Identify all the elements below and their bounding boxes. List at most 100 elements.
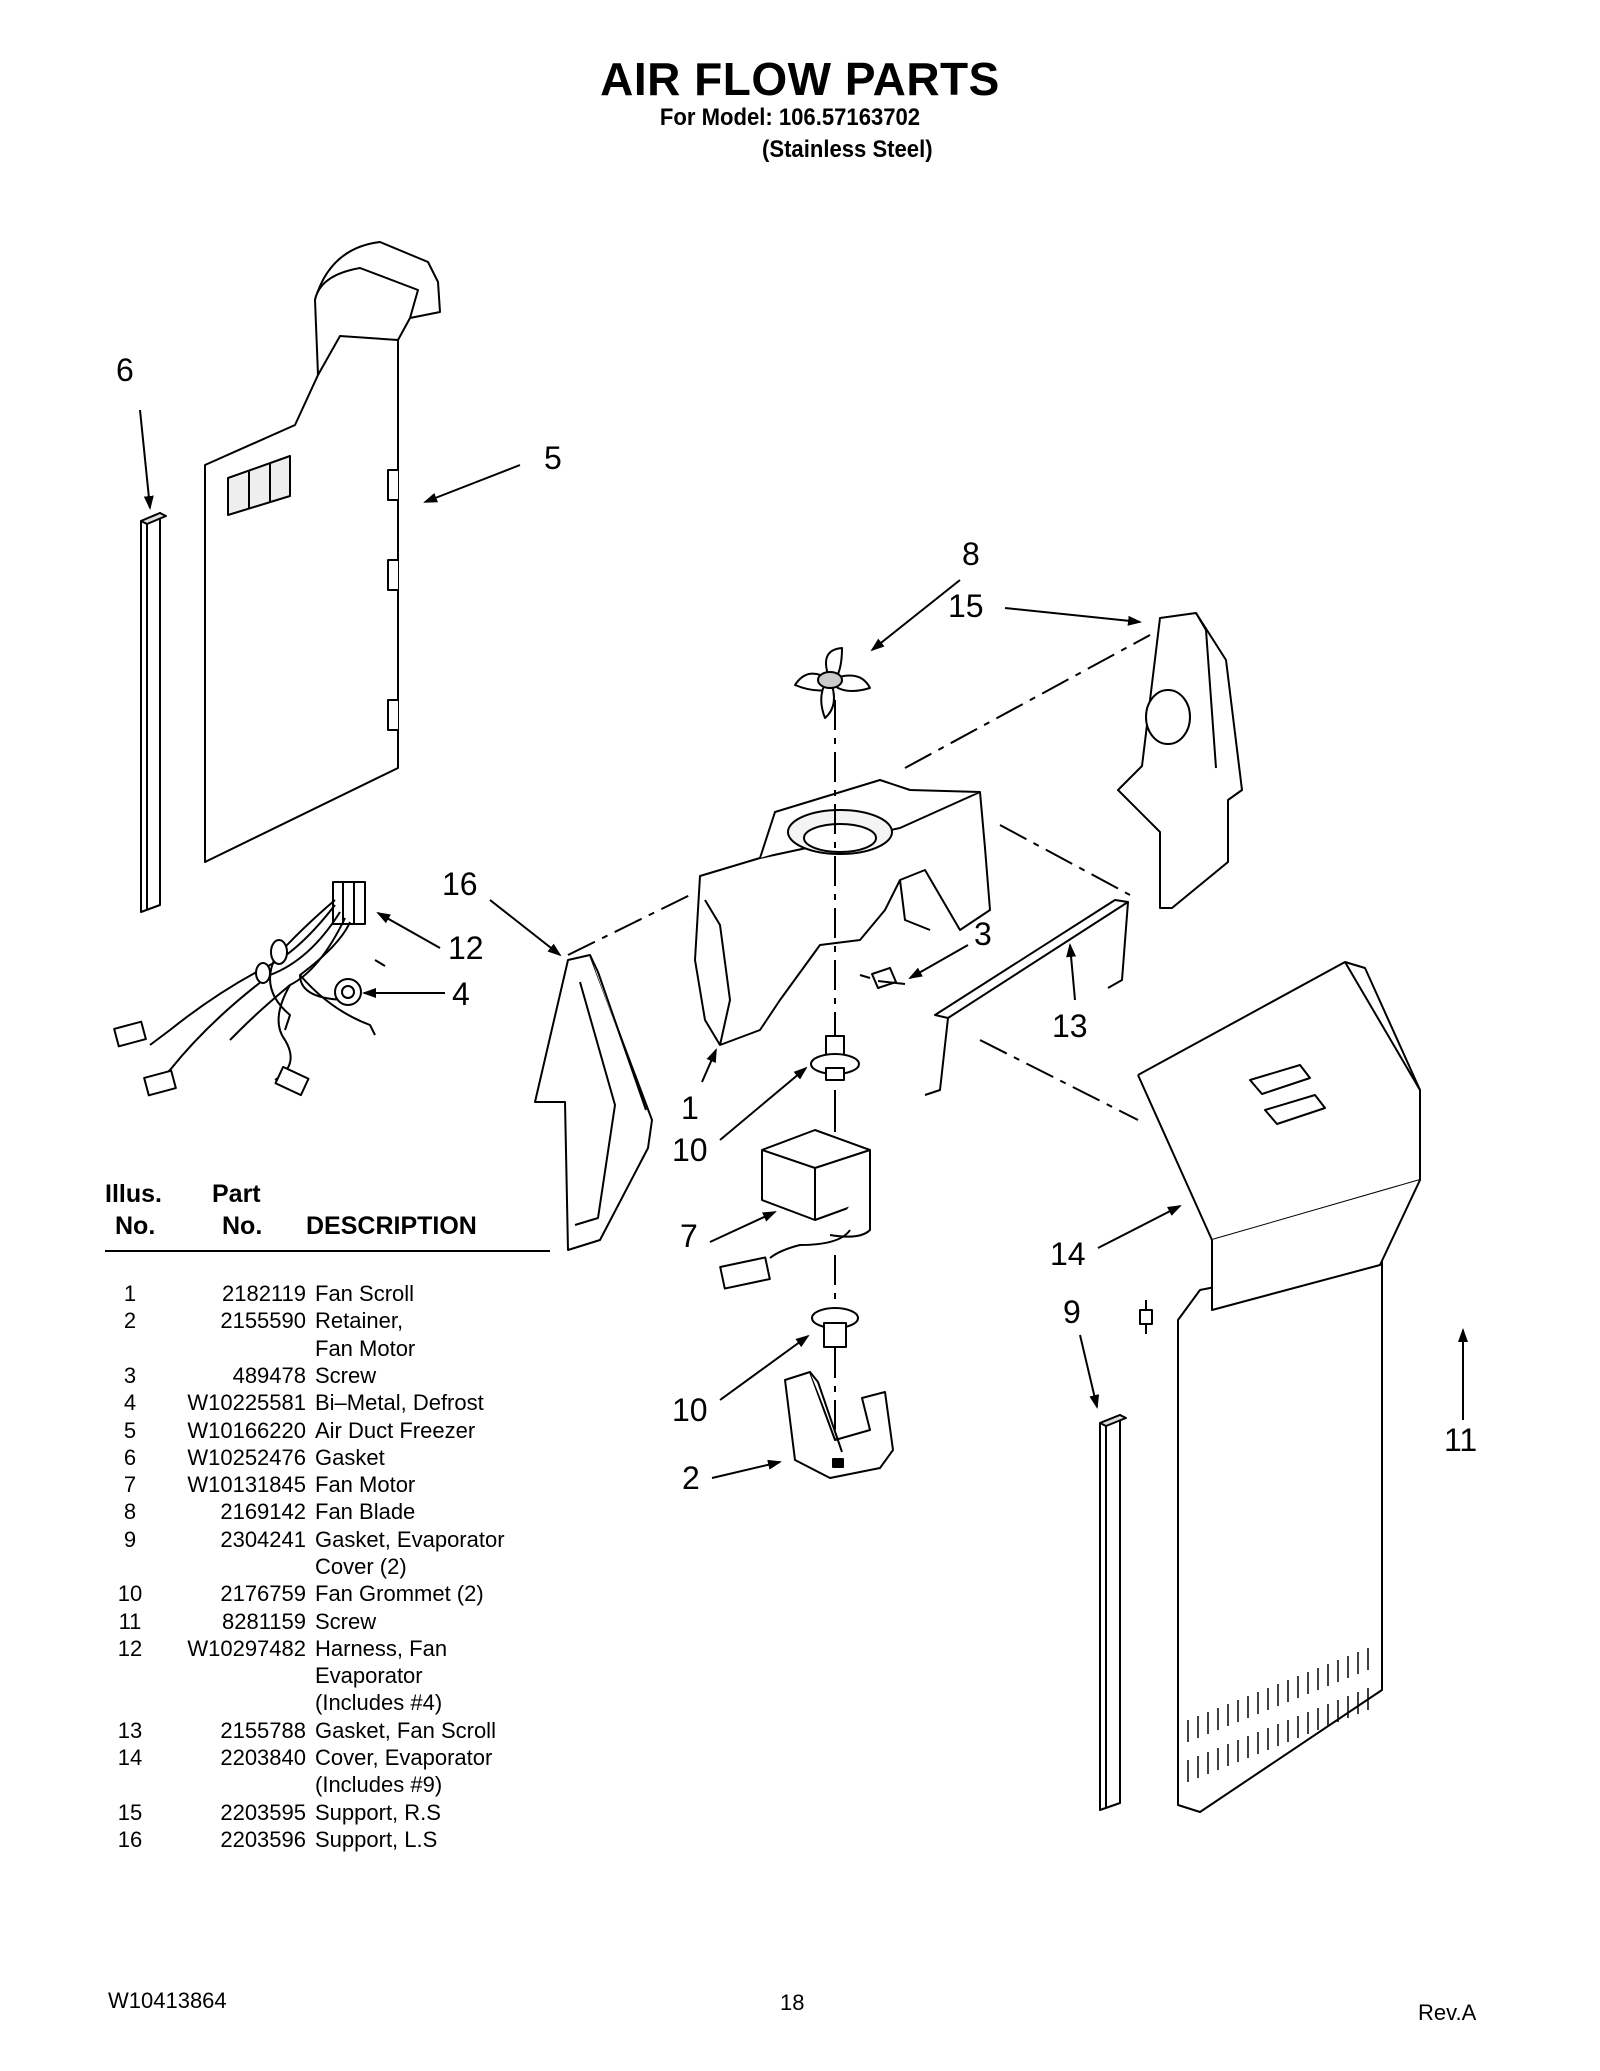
description: Fan Blade xyxy=(315,1499,416,1525)
table-header-part-2: No. xyxy=(222,1212,263,1240)
callout-2: 2 xyxy=(682,1460,700,1496)
illus-no: 13 xyxy=(117,1717,143,1743)
illus-no: 10 xyxy=(117,1581,143,1607)
part-no: 2203596 xyxy=(220,1827,306,1852)
table-header-illus-2: No. xyxy=(115,1212,156,1240)
finish-subtitle: (Stainless Steel) xyxy=(762,136,933,163)
table-header-rule xyxy=(105,1250,550,1252)
part-no: 2304241 xyxy=(220,1526,306,1552)
callout-5: 5 xyxy=(544,440,562,476)
callout-10-lower: 10 xyxy=(672,1392,708,1428)
callout-1: 1 xyxy=(681,1090,699,1126)
part-no: W10225581 xyxy=(187,1390,306,1416)
part-6-gasket xyxy=(140,512,167,913)
illus-no: 9 xyxy=(123,1526,137,1552)
description: Fan Grommet (2) xyxy=(315,1581,484,1607)
callout-11: 11 xyxy=(1444,1422,1478,1458)
part-no: 2155788 xyxy=(220,1717,306,1743)
table-header-part-1: Part xyxy=(212,1180,261,1208)
part-no: W10131845 xyxy=(187,1472,306,1498)
description: Fan Motor xyxy=(315,1335,416,1361)
table-row: 11 8281159 Screw xyxy=(105,1608,575,1635)
part-12-harness xyxy=(113,881,386,1097)
description: Fan Scroll xyxy=(315,1281,415,1306)
illus-no: 8 xyxy=(123,1499,137,1525)
part-3-screw xyxy=(871,967,906,989)
part-no: W10297482 xyxy=(187,1635,306,1661)
table-row: 15 2203595 Support, R.S xyxy=(105,1799,575,1826)
description: Gasket, Fan Scroll xyxy=(315,1717,496,1743)
part-2-retainer xyxy=(784,1371,894,1479)
callout-12: 12 xyxy=(448,930,484,966)
part-13-gasket-fan-scroll xyxy=(924,899,1129,1096)
part-1-fan-scroll xyxy=(694,779,991,1046)
part-no: 489478 xyxy=(232,1362,306,1388)
part-4-bi-metal xyxy=(334,978,362,1006)
callout-7: 7 xyxy=(680,1218,698,1254)
illus-no: 1 xyxy=(123,1281,137,1306)
callout-13: 13 xyxy=(1052,1008,1088,1044)
illus-no: 3 xyxy=(123,1362,137,1388)
description: Screw xyxy=(315,1608,377,1634)
table-row: 14 2203840 Cover, Evaporator(Includes #9) xyxy=(105,1744,575,1799)
table-row: 3 489478 Screw xyxy=(105,1362,575,1389)
illus-no: 15 xyxy=(117,1799,143,1825)
part-no: 2176759 xyxy=(220,1581,306,1607)
page-title: AIR FLOW PARTS xyxy=(600,53,1000,105)
part-16-support-ls xyxy=(534,954,653,1251)
description: Retainer, xyxy=(315,1308,404,1334)
illus-no: 16 xyxy=(117,1827,143,1852)
table-row: 8 2169142 Fan Blade xyxy=(105,1498,575,1525)
part-no: 2203595 xyxy=(220,1799,306,1825)
illus-no: 12 xyxy=(117,1635,143,1661)
callout-4: 4 xyxy=(452,976,470,1012)
doc-number: W10413864 xyxy=(108,1988,227,2013)
table-row: 4 W10225581 Bi–Metal, Defrost xyxy=(105,1389,575,1416)
description: Harness, Fan xyxy=(315,1635,448,1661)
table-row: 13 2155788 Gasket, Fan Scroll xyxy=(105,1717,575,1744)
table-row: 10 2176759 Fan Grommet (2) xyxy=(105,1580,575,1607)
description: Air Duct Freezer xyxy=(315,1417,476,1443)
part-15-support-rs xyxy=(1117,612,1243,909)
description: Cover, Evaporator xyxy=(315,1745,493,1771)
part-no: 2182119 xyxy=(221,1281,306,1306)
illus-no: 7 xyxy=(123,1472,137,1498)
illus-no: 4 xyxy=(123,1390,137,1416)
description: Screw xyxy=(315,1362,377,1388)
part-5-air-duct xyxy=(204,241,441,863)
page-number: 18 xyxy=(780,1990,805,2015)
callout-15: 15 xyxy=(948,588,984,624)
description: Support, R.S xyxy=(315,1799,441,1825)
illus-no: 5 xyxy=(123,1417,137,1443)
part-no: 2203840 xyxy=(220,1745,306,1771)
revision: Rev.A xyxy=(1418,2000,1477,2025)
part-14-evaporator-cover xyxy=(1137,961,1421,1813)
callout-8: 8 xyxy=(962,536,980,572)
illus-no: 14 xyxy=(117,1745,143,1771)
callout-3: 3 xyxy=(974,916,992,952)
table-header-description: DESCRIPTION xyxy=(306,1212,477,1240)
table-row: 16 2203596 Support, L.S xyxy=(105,1826,575,1853)
description: Bi–Metal, Defrost xyxy=(315,1390,484,1416)
model-subtitle: For Model: 106.57163702 xyxy=(659,104,921,131)
part-9-gasket xyxy=(1099,1414,1127,1811)
part-8-fan-blade xyxy=(794,647,871,719)
callout-14: 14 xyxy=(1050,1236,1086,1272)
part-no: 2169142 xyxy=(220,1499,306,1525)
illus-no: 11 xyxy=(118,1608,142,1634)
table-header-illus-1: Illus. xyxy=(105,1180,162,1208)
callout-16: 16 xyxy=(442,866,478,902)
part-no: W10166220 xyxy=(187,1417,306,1443)
part-no: 8281159 xyxy=(221,1608,306,1634)
description: Support, L.S xyxy=(315,1827,438,1852)
description: Gasket, Evaporator xyxy=(315,1526,505,1552)
illus-no: 6 xyxy=(123,1444,137,1470)
callout-9: 9 xyxy=(1063,1294,1081,1330)
callout-6: 6 xyxy=(116,352,134,388)
part-7-fan-motor xyxy=(719,1090,871,1290)
description: (Includes #9) xyxy=(315,1772,443,1798)
